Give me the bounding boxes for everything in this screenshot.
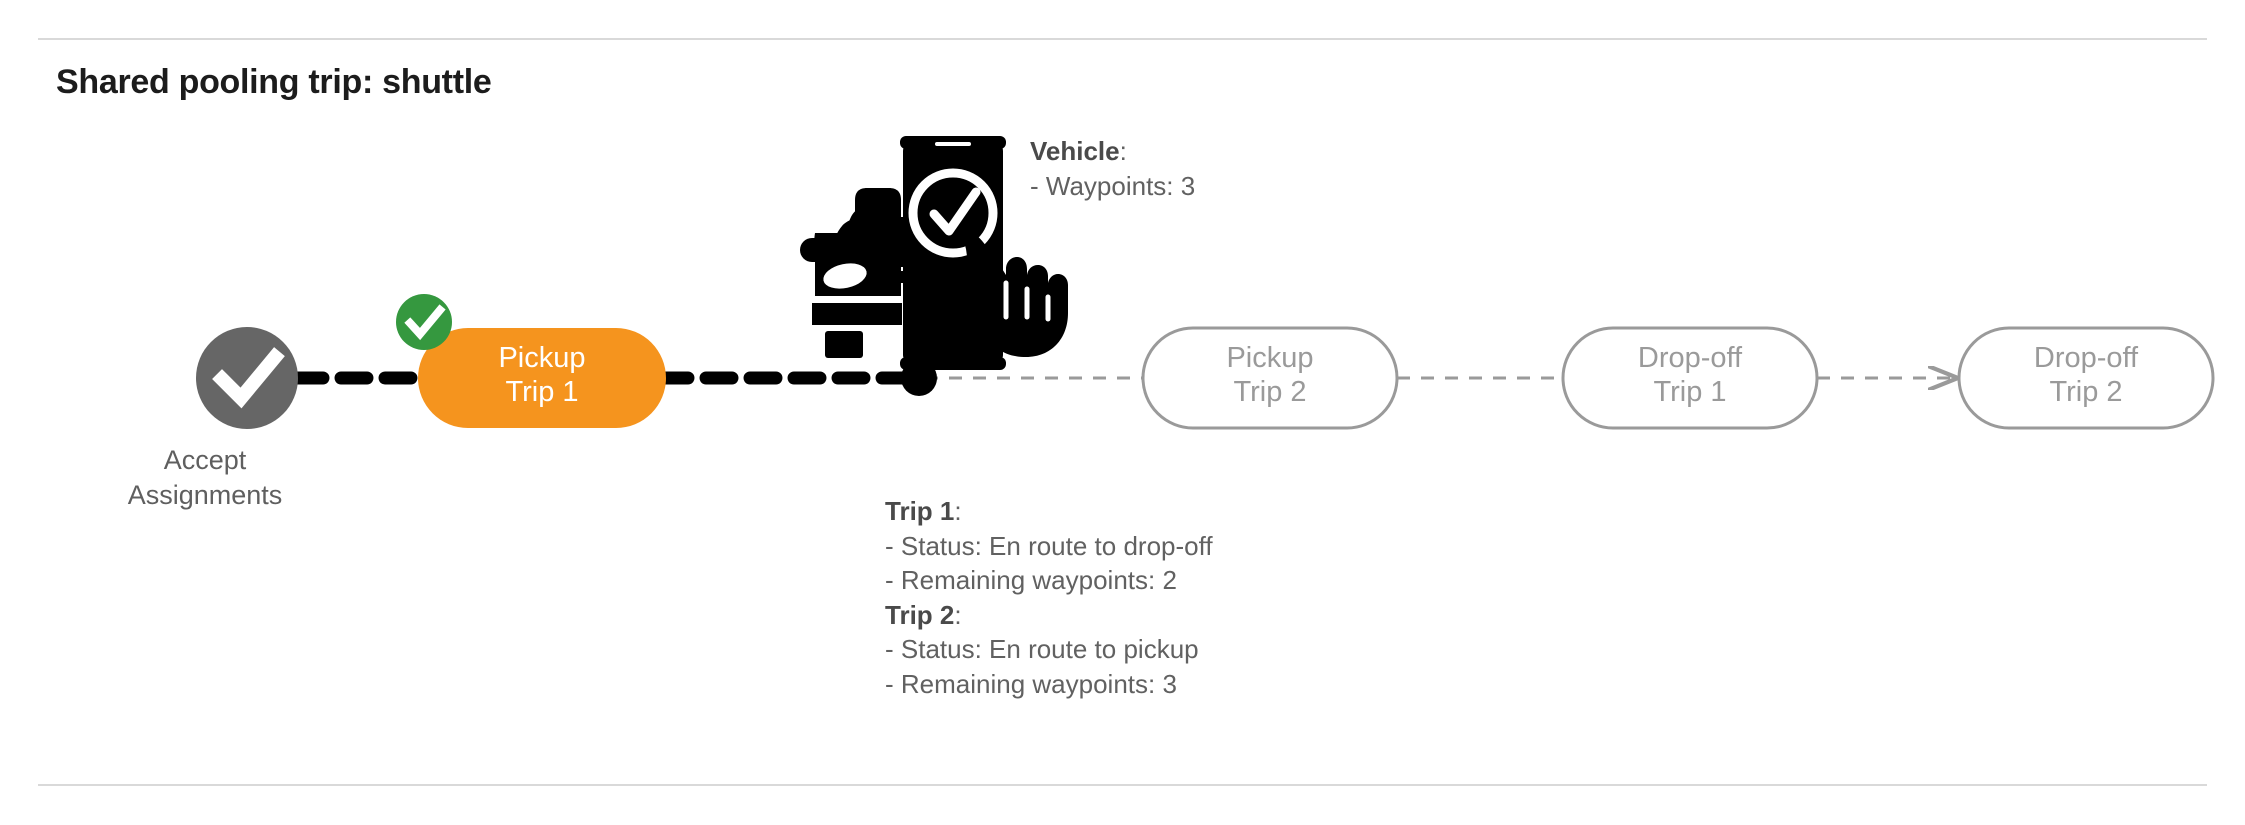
- page-title: Shared pooling trip: shuttle: [56, 63, 492, 101]
- pickup-trip-1-pill: [418, 328, 666, 428]
- trip-2-heading-suffix: :: [954, 599, 962, 630]
- trip-1-status-row: - Status: En route to drop-off: [885, 530, 1213, 561]
- vehicle-annotation-heading: Vehicle:: [1030, 134, 1195, 169]
- trip-1-waypoints-row: - Remaining waypoints: 2: [885, 565, 1177, 596]
- check-badge-icon: [396, 294, 452, 350]
- trip-1-heading-text: Trip 1: [885, 496, 955, 526]
- accept-assignments-circle: [196, 327, 298, 429]
- node-dropoff-trip-1[interactable]: [1561, 326, 1819, 430]
- vehicle-annotation-detail-0: - Waypoints: 3: [1030, 170, 1196, 201]
- trip-2-waypoints-row: - Remaining waypoints: 3: [885, 668, 1177, 699]
- check-icon: [212, 347, 285, 409]
- vehicle-annotation-heading-suffix: :: [1119, 136, 1127, 166]
- node-pickup-trip-2[interactable]: [1141, 326, 1399, 430]
- check-badge-glyph-icon: [404, 304, 446, 341]
- node-accept-assignments[interactable]: [196, 327, 298, 429]
- pickup-trip-1-status-badge: [396, 294, 452, 350]
- trip-2-heading-text: Trip 2: [885, 599, 955, 630]
- node-dropoff-trip-2[interactable]: [1957, 326, 2215, 430]
- vehicle-annotation-heading-text: Vehicle: [1030, 136, 1120, 166]
- trip-1-heading: Trip 1:: [885, 494, 1213, 529]
- trip-1-heading-suffix: :: [954, 496, 962, 526]
- trip-details-annotation: Trip 1: - Status: En route to drop-off -…: [885, 494, 1213, 701]
- divider-top: [38, 38, 2207, 40]
- node-pickup-trip-1[interactable]: [418, 328, 666, 428]
- divider-bottom: [38, 784, 2207, 786]
- car-phone-check-icon: [800, 136, 1068, 370]
- trip-2-heading: Trip 2:: [885, 598, 1213, 633]
- vehicle-annotation: Vehicle: - Waypoints: 3: [1030, 134, 1195, 203]
- trip-2-status-row: - Status: En route to pickup: [885, 634, 1199, 665]
